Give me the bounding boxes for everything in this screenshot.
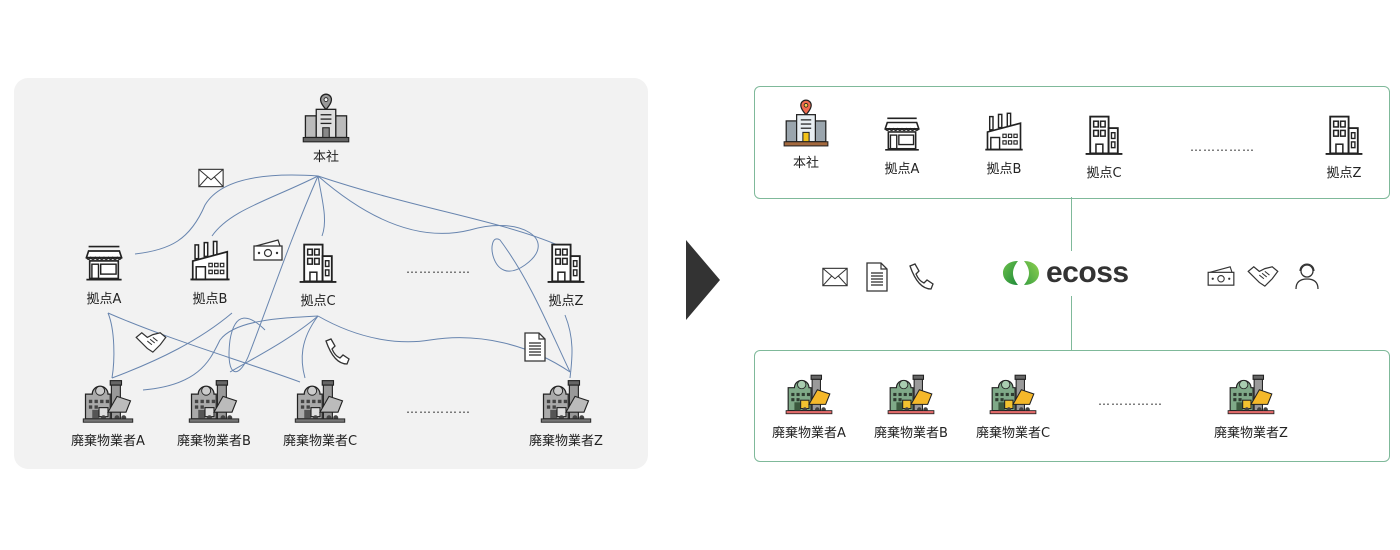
base-z-node: 拠点Z [536,240,596,309]
right-base-z-node: 拠点Z [1314,112,1374,181]
ellipsis-right-bases: …………… [1190,140,1255,154]
handshake-icon [134,330,168,354]
waste-vendor-icon [539,378,593,426]
right-hq-label: 本社 [792,156,819,171]
right-base-b-label: 拠点B [986,162,1022,177]
right-hq-node: 本社 [776,98,836,171]
waste-vendor-icon [784,372,834,418]
store-icon [82,240,126,284]
right-vendor-a-node: 廃棄物業者A [764,372,854,441]
office-building-icon [1081,112,1127,158]
waste-vendor-icon [293,378,347,426]
waste-vendor-icon [187,378,241,426]
base-b-label: 拠点B [192,292,228,307]
right-vendor-z-label: 廃棄物業者Z [1214,426,1288,441]
base-z-label: 拠点Z [548,294,584,309]
transition-arrow-icon [686,240,720,320]
vendor-b-node: 廃棄物業者B [164,378,264,449]
right-base-b-node: 拠点B [974,110,1034,177]
headquarters-icon [302,92,350,144]
waste-vendor-icon [886,372,936,418]
base-c-node: 拠点C [288,240,348,309]
base-c-label: 拠点C [300,294,336,309]
money-icon [252,238,284,262]
waste-vendor-icon [1226,372,1276,418]
hq-label: 本社 [312,150,339,165]
vendor-a-node: 廃棄物業者A [58,378,158,449]
right-vendor-a-label: 廃棄物業者A [772,426,846,441]
store-icon [881,112,923,154]
document-icon [524,332,546,362]
office-building-icon [1321,112,1367,158]
right-vendor-b-node: 廃棄物業者B [866,372,956,441]
factory-icon [187,238,233,284]
right-base-a-node: 拠点A [872,112,932,177]
right-base-a-label: 拠点A [884,162,920,177]
vendor-b-label: 廃棄物業者B [177,434,251,449]
headquarters-icon [783,98,829,148]
office-building-icon [295,240,341,286]
mail-icon [822,267,848,287]
vendor-a-label: 廃棄物業者A [71,434,145,449]
phone-icon [322,338,350,366]
vendor-z-node: 廃棄物業者Z [516,378,616,449]
ellipsis-bases: …………… [406,262,471,276]
base-a-node: 拠点A [74,240,134,307]
support-person-icon [1294,262,1320,290]
factory-icon [982,110,1026,154]
document-icon [866,262,888,292]
right-base-z-label: 拠点Z [1326,166,1362,181]
office-building-icon [543,240,589,286]
phone-icon [906,263,934,291]
ecoss-logo-text: ecoss [1046,256,1129,289]
ecoss-logo-mark-icon [1003,261,1039,285]
right-vendor-b-label: 廃棄物業者B [874,426,948,441]
right-vendor-c-label: 廃棄物業者C [975,426,1051,441]
base-a-label: 拠点A [86,292,122,307]
connector-bottom [1071,296,1072,350]
vendor-c-node: 廃棄物業者C [270,378,370,449]
money-icon [1206,265,1236,287]
vendor-c-label: 廃棄物業者C [282,434,358,449]
right-vendor-c-node: 廃棄物業者C [968,372,1058,441]
base-b-node: 拠点B [180,238,240,307]
vendors-box [754,350,1390,462]
handshake-icon [1246,264,1280,288]
bases-box [754,86,1390,199]
waste-vendor-icon [988,372,1038,418]
ecoss-logo: ecoss [1002,258,1129,288]
ellipsis-vendors: …………… [406,402,471,416]
vendor-z-label: 廃棄物業者Z [529,434,603,449]
waste-vendor-icon [81,378,135,426]
mail-icon [198,168,224,188]
right-vendor-z-node: 廃棄物業者Z [1206,372,1296,441]
right-base-c-label: 拠点C [1086,166,1122,181]
hq-node: 本社 [296,92,356,165]
connector-top [1071,197,1072,251]
ellipsis-right-vendors: …………… [1098,394,1163,408]
right-base-c-node: 拠点C [1074,112,1134,181]
